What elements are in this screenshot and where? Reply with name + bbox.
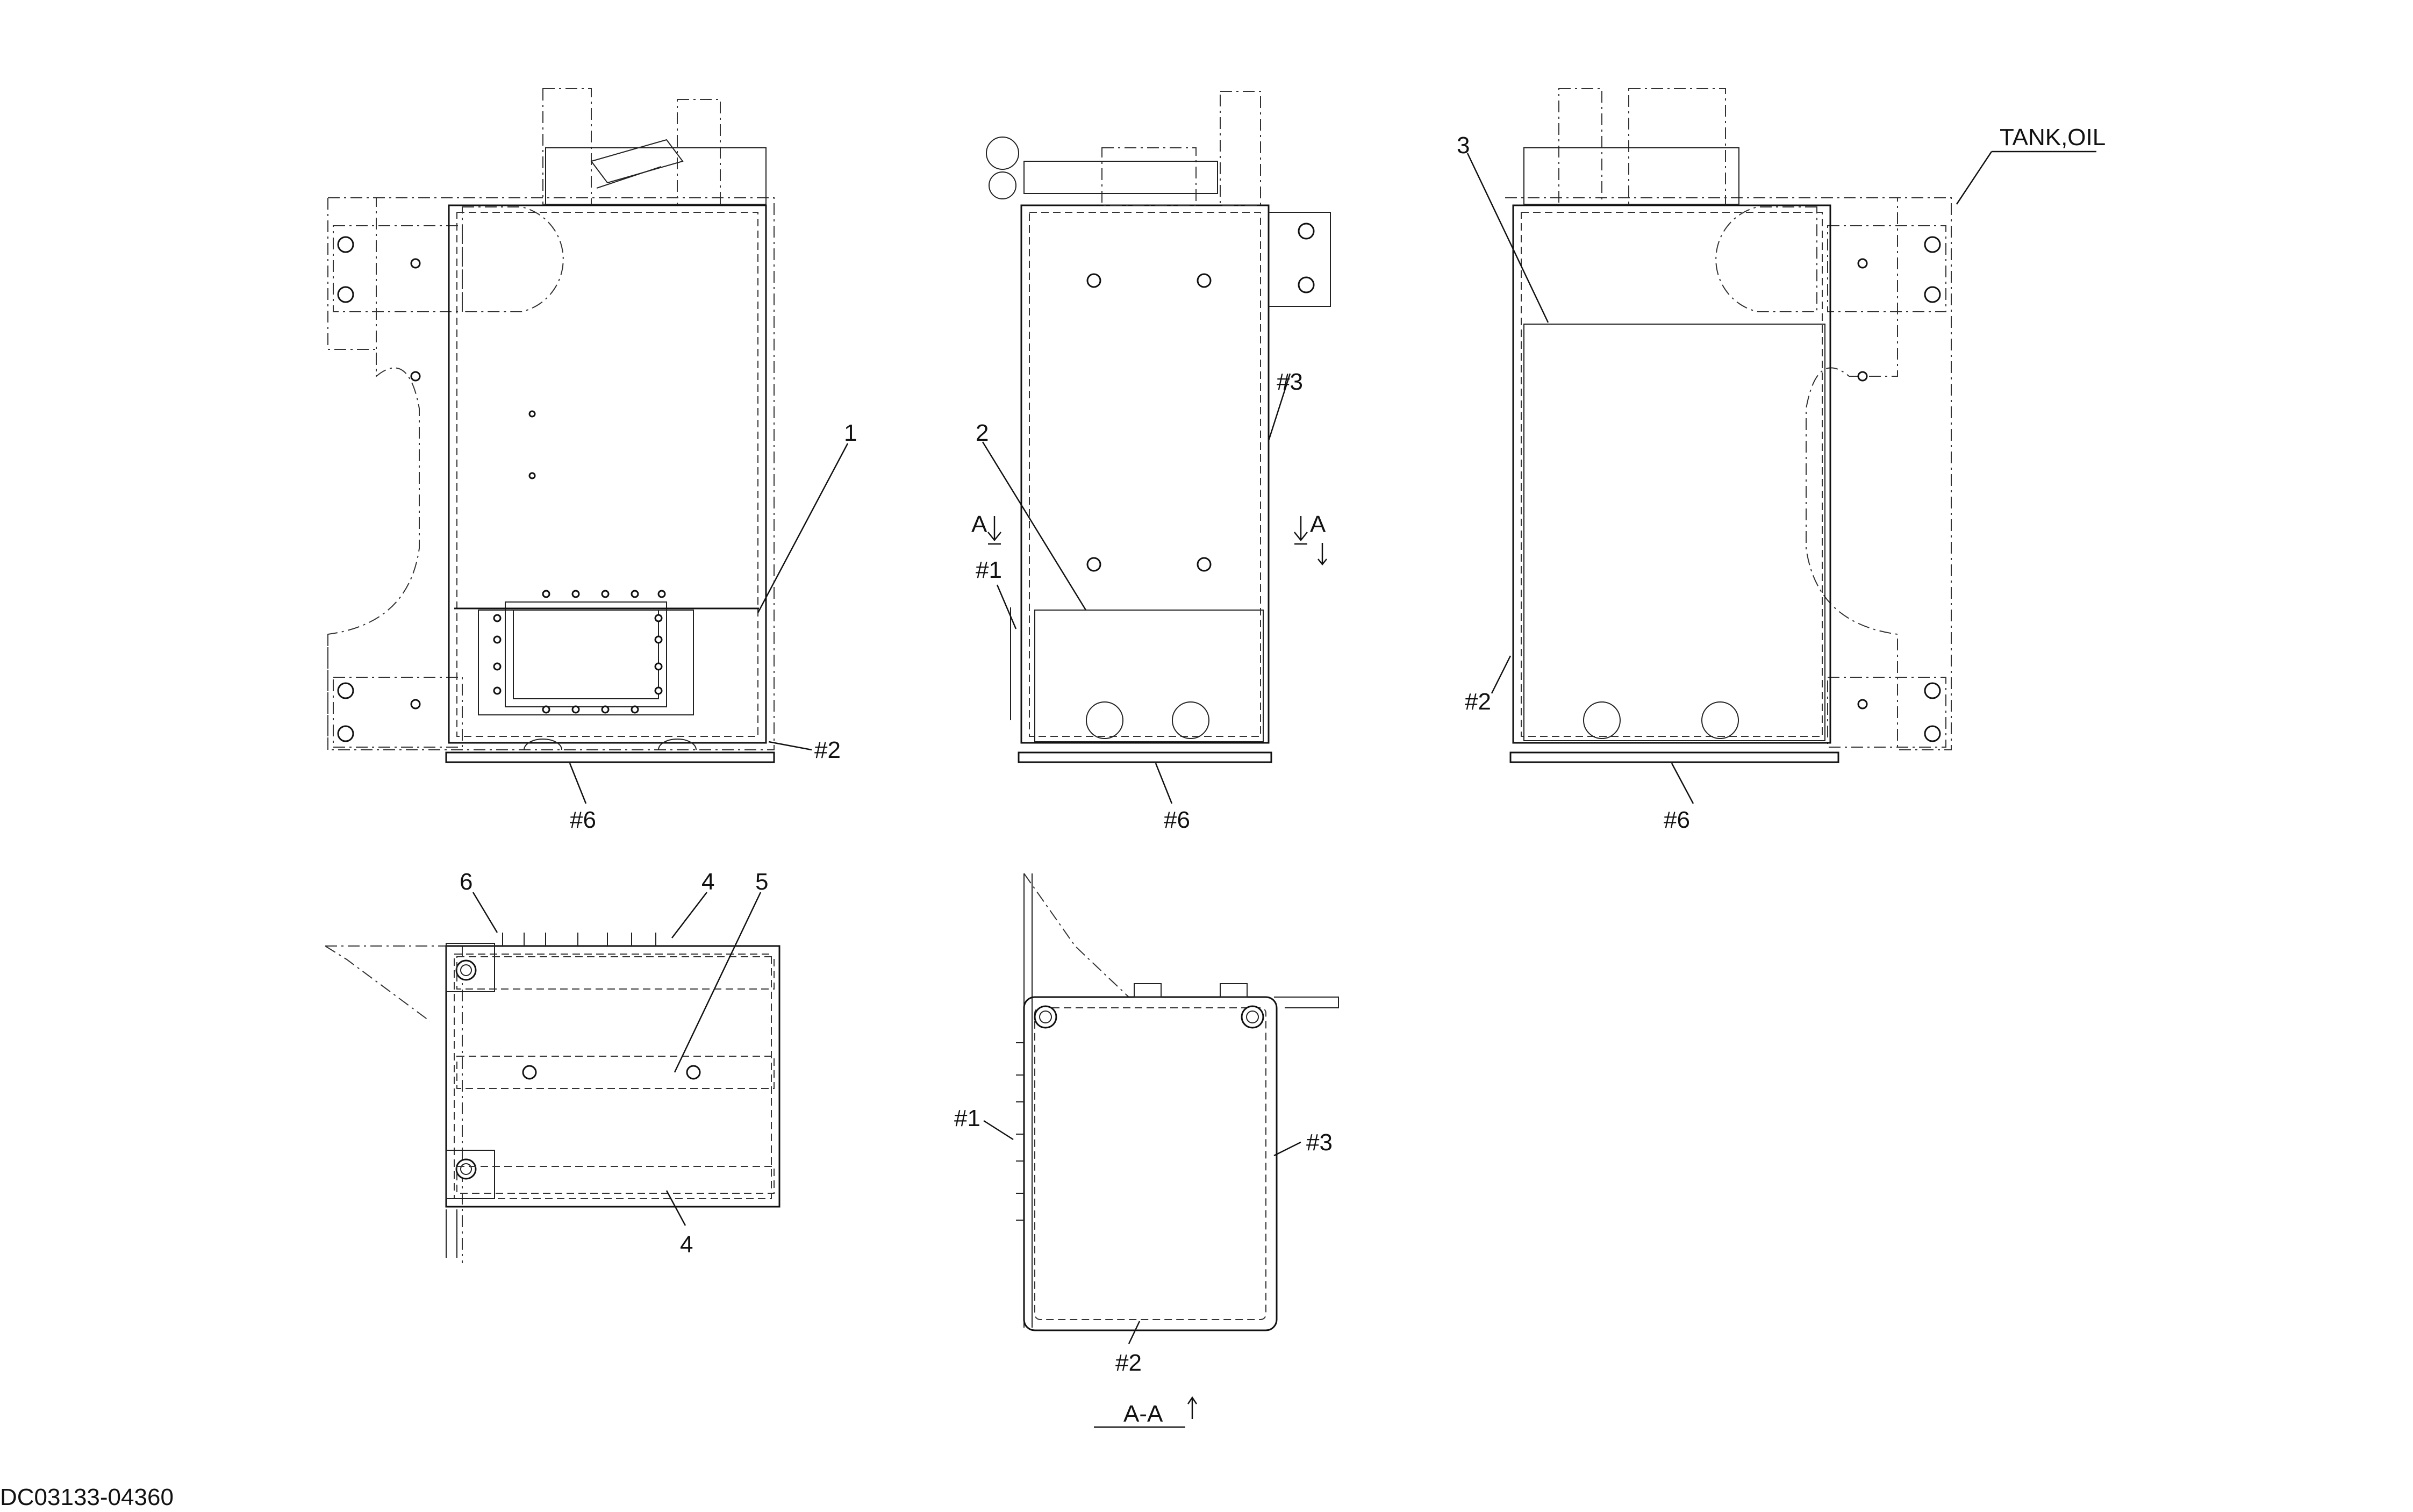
callout-weld-1-side: #1 xyxy=(976,557,1002,583)
callout-weld-2-front: #2 xyxy=(814,737,841,763)
section-a-a-view xyxy=(1016,873,1339,1331)
front-view xyxy=(327,88,775,763)
leader-part-6 xyxy=(472,892,498,933)
callout-weld-1-section: #1 xyxy=(954,1105,980,1131)
section-arrow-small xyxy=(1318,543,1327,566)
callout-weld-3-side: #3 xyxy=(1277,369,1303,395)
leader-part-2 xyxy=(982,441,1087,611)
leader-part-4-bottom xyxy=(665,1190,686,1226)
leader-weld-2-rear xyxy=(1491,655,1512,694)
leader-part-4-top xyxy=(671,892,707,938)
leader-weld-6-side xyxy=(1155,763,1173,804)
plan-view xyxy=(325,933,781,1263)
leader-weld-1-side xyxy=(996,584,1017,629)
title-label: TANK,OIL xyxy=(2000,124,2106,151)
rear-view xyxy=(1505,88,1952,763)
section-arrow-right xyxy=(1294,516,1308,545)
leader-weld-3-section xyxy=(1273,1141,1301,1157)
leader-weld-2-front xyxy=(768,741,812,751)
callout-part-3: 3 xyxy=(1457,132,1470,159)
callout-weld-2-rear: #2 xyxy=(1465,689,1491,715)
callout-part-4-top: 4 xyxy=(701,869,714,895)
callout-weld-6-front: #6 xyxy=(570,807,596,833)
leader-part-5 xyxy=(674,892,762,1073)
section-marker-right: A xyxy=(1310,511,1326,538)
callout-weld-6-side: #6 xyxy=(1164,807,1190,833)
leader-part-3 xyxy=(1466,153,1549,323)
section-arrow-left xyxy=(987,516,1001,545)
leader-weld-1-section xyxy=(983,1120,1014,1141)
leader-weld-3-side xyxy=(1268,373,1291,441)
callout-part-6: 6 xyxy=(460,869,472,895)
leader-weld-6-rear xyxy=(1671,763,1694,804)
side-view xyxy=(986,91,1331,763)
leader-title xyxy=(1956,151,2096,205)
section-marker-left: A xyxy=(971,511,987,538)
section-view-arrow xyxy=(1187,1396,1198,1419)
callout-part-1: 1 xyxy=(844,420,857,446)
leader-weld-2-section xyxy=(1128,1321,1141,1344)
section-label: A-A xyxy=(1123,1401,1163,1427)
callout-part-2: 2 xyxy=(976,420,989,446)
callout-weld-3-section: #3 xyxy=(1306,1129,1333,1156)
callout-weld-2-section: #2 xyxy=(1115,1350,1142,1376)
callout-weld-6-rear: #6 xyxy=(1664,807,1690,833)
leader-weld-6-front xyxy=(569,763,587,804)
callout-part-5: 5 xyxy=(755,869,768,895)
leader-part-1 xyxy=(757,443,849,613)
drawing-number: DC03133-04360 xyxy=(0,1484,174,1510)
callout-part-4-bottom: 4 xyxy=(680,1231,693,1258)
